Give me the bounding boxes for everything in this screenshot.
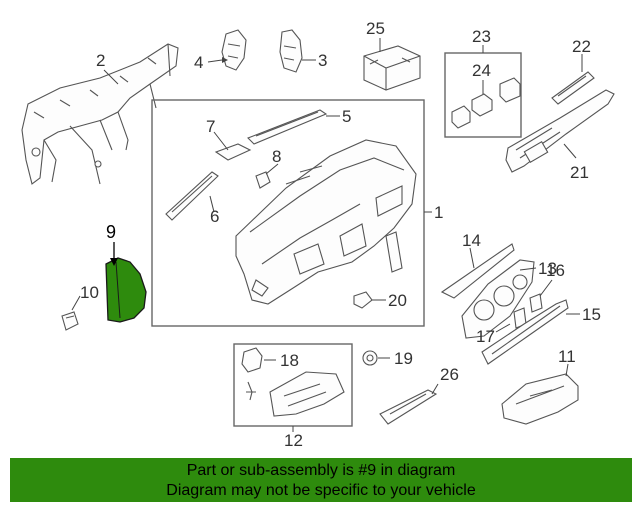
callout-11: 11 [558, 347, 576, 366]
callout-25: 25 [366, 19, 385, 38]
callout-15: 15 [582, 305, 601, 324]
callout-8: 8 [272, 147, 281, 166]
callout-13: 13 [538, 259, 557, 278]
part-20-switch[interactable] [353, 291, 373, 309]
part-19-grommet[interactable] [362, 350, 378, 366]
part-10-clip[interactable] [61, 311, 79, 331]
part-26-bracket[interactable] [379, 389, 438, 425]
part-5-defrost-trim[interactable] [247, 109, 328, 145]
part-24-switch[interactable] [451, 77, 521, 129]
part-22-trim[interactable] [551, 71, 595, 105]
callout-19: 19 [394, 349, 413, 368]
part-21-trim-panel[interactable] [505, 89, 615, 173]
part-9-end-cap[interactable] [105, 257, 147, 323]
part-13-cluster-bezel[interactable] [461, 259, 535, 339]
part-2-crossbeam[interactable] [21, 43, 179, 185]
banner-line-2: Diagram may not be specific to your vehi… [166, 482, 476, 499]
part-7-cover[interactable] [214, 143, 252, 161]
part-8-clip[interactable] [255, 171, 271, 189]
callout-22: 22 [572, 37, 591, 56]
part-18-clip[interactable] [241, 347, 263, 401]
callout-23: 23 [472, 27, 491, 46]
callout-24: 24 [472, 61, 491, 80]
part-4-bracket[interactable] [221, 29, 247, 71]
instrument-panel[interactable] [235, 139, 417, 305]
part-11-glove-box[interactable] [501, 373, 579, 425]
part-14-trim[interactable] [440, 243, 515, 299]
callout-10: 10 [80, 283, 99, 302]
callout-9: 9 [106, 222, 116, 242]
callout-14: 14 [462, 231, 481, 250]
callout-2: 2 [96, 51, 105, 70]
callout-20: 20 [388, 291, 407, 310]
callout-26: 26 [440, 365, 459, 384]
callout-16: 16 [546, 261, 565, 280]
callout-21: 21 [570, 163, 589, 182]
callout-17: 17 [476, 327, 495, 346]
callout-12: 12 [284, 431, 303, 450]
part-12-duct[interactable] [269, 371, 345, 417]
banner-line-1: Part or sub-assembly is #9 in diagram [186, 462, 456, 479]
callout-7: 7 [206, 117, 215, 136]
part-9-shape [105, 257, 147, 323]
part-6-side-trim[interactable] [165, 171, 219, 221]
group-1-frame [151, 99, 425, 327]
callout-1: 1 [434, 203, 443, 222]
info-banner: Part or sub-assembly is #9 in diagram Di… [10, 458, 632, 502]
callout-5: 5 [342, 107, 351, 126]
callout-4: 4 [194, 53, 203, 72]
part-15-lower-trim[interactable] [481, 299, 569, 365]
callout-6: 6 [210, 207, 219, 226]
part-25-module[interactable] [363, 45, 421, 91]
callout-3: 3 [318, 51, 327, 70]
callout-18: 18 [280, 351, 299, 370]
part-3-bracket[interactable] [279, 29, 303, 73]
parts-diagram: 2 4 3 25 23 24 22 21 [21, 19, 615, 450]
part-16-button[interactable] [529, 293, 543, 313]
